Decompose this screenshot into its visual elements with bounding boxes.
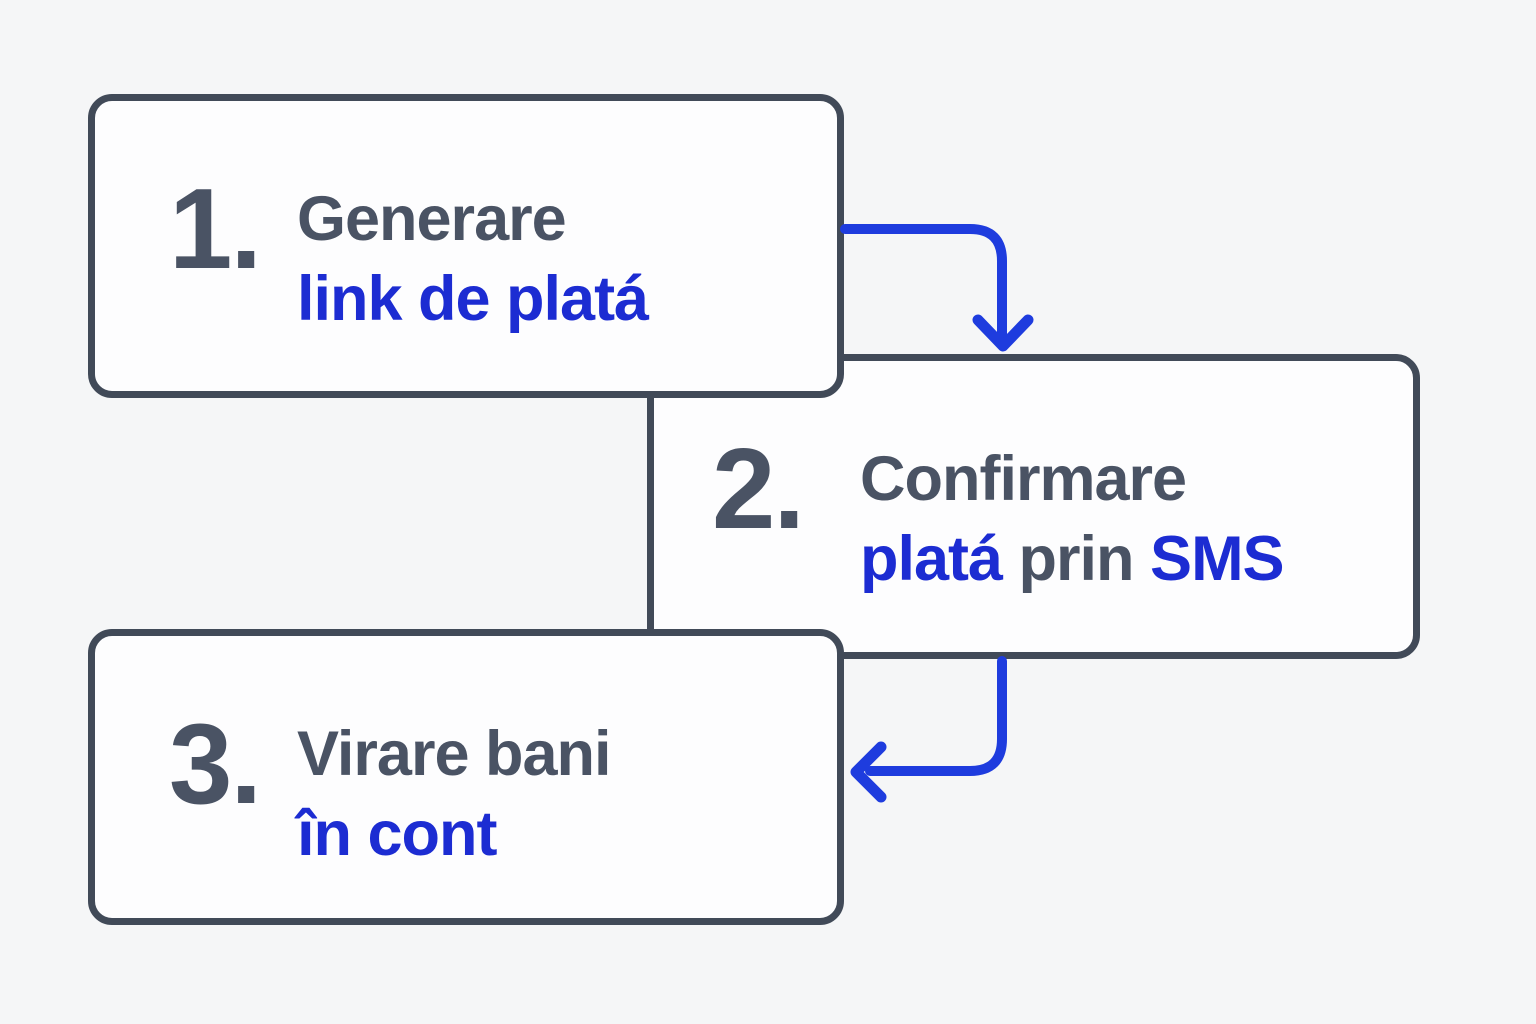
step-1-line2-accent: link de platá — [297, 264, 649, 334]
step-2-line2-accent: platá — [860, 524, 1003, 594]
step-3-line2-accent: în cont — [297, 799, 497, 869]
step-2-number: 2. — [712, 426, 805, 553]
step-2-line2-accent2: SMS — [1150, 524, 1285, 594]
step-2-box: 2. Confirmare platá prin SMS — [647, 354, 1420, 659]
arrow-step2-to-step3-line — [865, 656, 1007, 776]
arrow-down-icon — [972, 314, 1034, 352]
arrow-step1-to-step2-line — [840, 224, 1007, 343]
step-3-box: 3. Virare bani în cont — [88, 629, 844, 925]
step-2-text: Confirmare platá prin SMS — [860, 439, 1285, 599]
step-1-text: Generare link de platá — [297, 179, 649, 339]
step-1-title-line1: Generare — [297, 184, 567, 254]
step-3-number: 3. — [169, 701, 262, 828]
step-3-text: Virare bani în cont — [297, 714, 612, 874]
step-2-title-line1: Confirmare — [860, 444, 1187, 514]
step-1-box: 1. Generare link de platá — [88, 94, 844, 398]
arrow-left-icon — [850, 741, 887, 803]
step-2-line2-plain: prin — [1002, 524, 1151, 594]
step-1-number: 1. — [169, 166, 262, 293]
arrow-step2-to-step3 — [850, 656, 1007, 803]
arrow-step1-to-step2 — [840, 224, 1034, 352]
step-3-title-line1: Virare bani — [297, 719, 612, 789]
